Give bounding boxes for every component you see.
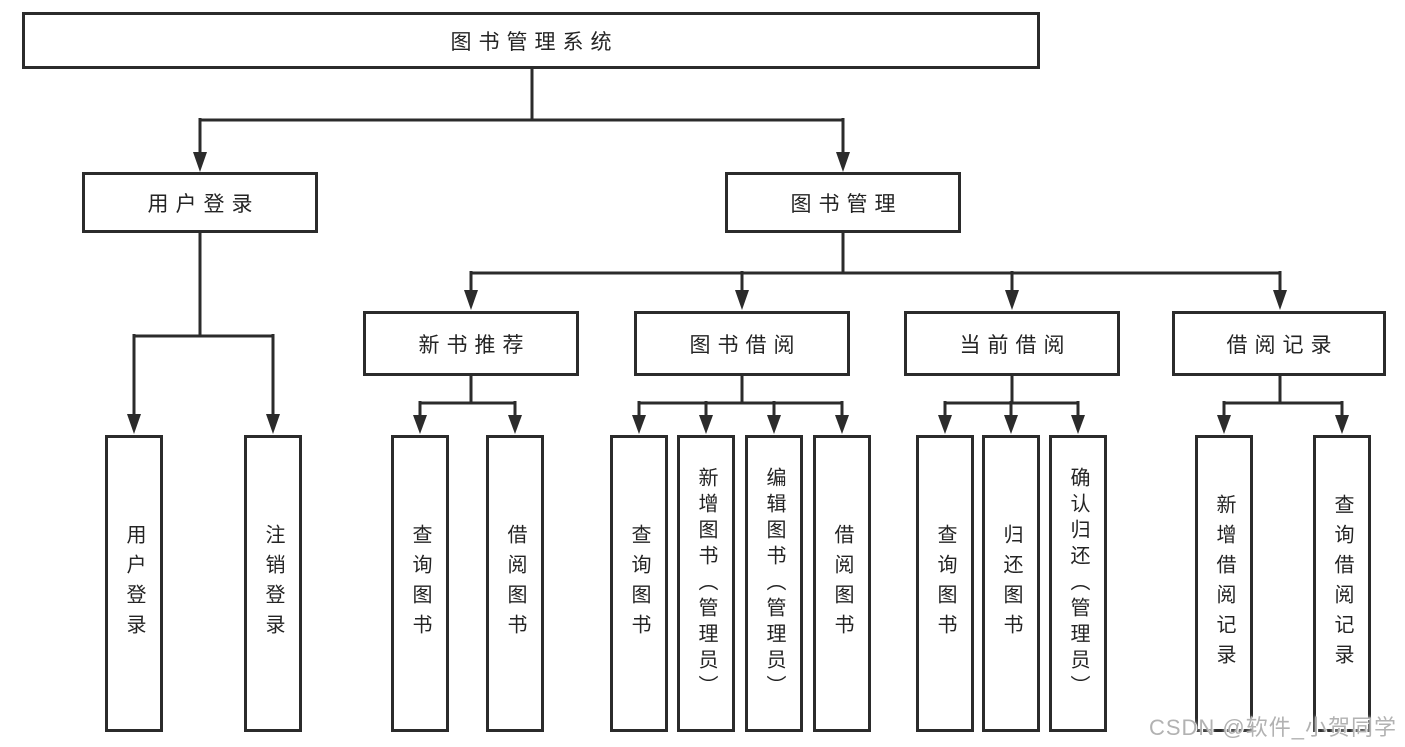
- node-label: 查询图书: [409, 523, 431, 644]
- leaf-query-books-recommend: 查询图书: [391, 435, 449, 732]
- node-label: 新增图书（管理员）: [695, 466, 717, 701]
- node-label: 查询图书: [628, 523, 650, 644]
- leaf-add-borrow-record: 新增借阅记录: [1195, 435, 1253, 732]
- node-label: 确认归还（管理员）: [1067, 466, 1089, 701]
- leaf-query-books-current: 查询图书: [916, 435, 974, 732]
- node-label: 新书推荐: [418, 333, 531, 357]
- node-label: 用户登录: [123, 523, 145, 644]
- leaf-query-borrow-record: 查询借阅记录: [1313, 435, 1371, 732]
- node-label: 图书借阅: [689, 333, 802, 357]
- leaf-borrow-books-borrowing: 借阅图书: [813, 435, 871, 732]
- node-current-borrowing: 当前借阅: [904, 311, 1120, 376]
- node-label: 编辑图书（管理员）: [763, 466, 785, 701]
- edge-book-management-to-level2: [464, 233, 1287, 310]
- edge-new-book-recommendation-to-leaves: [413, 376, 522, 434]
- node-label: 归还图书: [1000, 523, 1022, 644]
- edge-borrowing-records-to-leaves: [1217, 376, 1349, 434]
- node-library-management-system: 图书管理系统: [22, 12, 1040, 69]
- node-borrowing-records: 借阅记录: [1172, 311, 1386, 376]
- node-label: 借阅图书: [504, 523, 526, 644]
- node-user-login: 用户登录: [82, 172, 318, 233]
- node-label: 查询图书: [934, 523, 956, 644]
- leaf-add-books-admin: 新增图书（管理员）: [677, 435, 735, 732]
- edge-user-login-to-leaves: [127, 233, 280, 434]
- node-label: 当前借阅: [959, 333, 1072, 357]
- node-label: 借阅图书: [831, 523, 853, 644]
- leaf-logout: 注销登录: [244, 435, 302, 732]
- leaf-user-login: 用户登录: [105, 435, 163, 732]
- leaf-query-books-borrowing: 查询图书: [610, 435, 668, 732]
- node-label: 注销登录: [262, 523, 284, 644]
- edge-book-borrowing-to-leaves: [632, 376, 849, 434]
- edge-root-to-level1: [193, 69, 850, 172]
- leaf-confirm-return-admin: 确认归还（管理员）: [1049, 435, 1107, 732]
- edge-current-borrowing-to-leaves: [938, 376, 1085, 434]
- leaf-return-books: 归还图书: [982, 435, 1040, 732]
- leaf-edit-books-admin: 编辑图书（管理员）: [745, 435, 803, 732]
- node-label: 图书管理: [790, 192, 903, 216]
- node-book-borrowing: 图书借阅: [634, 311, 850, 376]
- leaf-borrow-books-recommend: 借阅图书: [486, 435, 544, 732]
- node-label: 图书管理系统: [450, 30, 619, 54]
- csdn-watermark: CSDN @软件_小贺同学: [1148, 715, 1397, 740]
- node-label: 用户登录: [147, 192, 260, 216]
- node-label: 借阅记录: [1226, 333, 1339, 357]
- node-label: 新增借阅记录: [1213, 493, 1235, 674]
- node-label: 查询借阅记录: [1331, 493, 1353, 674]
- node-book-management: 图书管理: [725, 172, 961, 233]
- node-new-book-recommendation: 新书推荐: [363, 311, 579, 376]
